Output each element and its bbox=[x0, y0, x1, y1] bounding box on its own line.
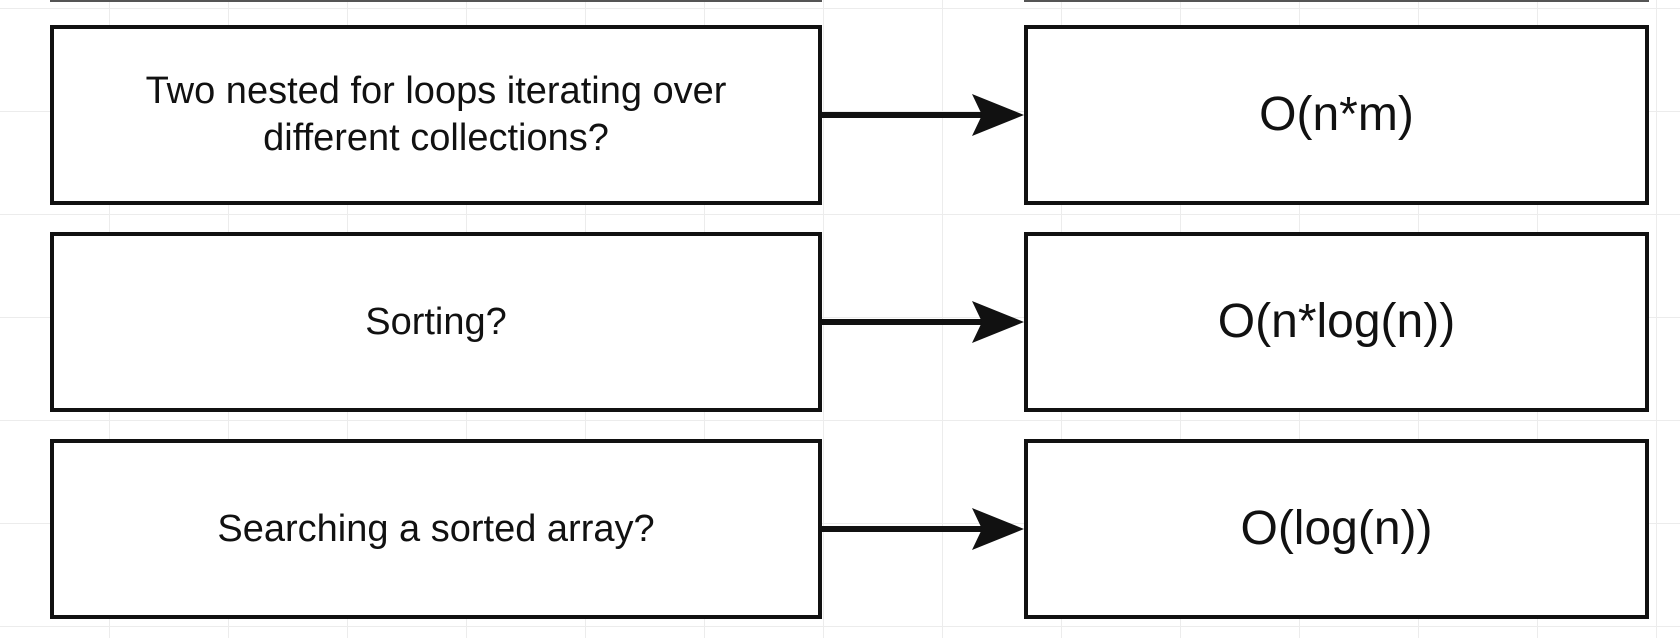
right-arrow-icon bbox=[822, 508, 1024, 550]
question-text: Sorting? bbox=[365, 300, 507, 343]
right-arrow-icon bbox=[822, 301, 1024, 343]
question-box-sorting: Sorting? bbox=[50, 232, 822, 412]
question-text: Two nested for loops iterating over diff… bbox=[145, 70, 727, 159]
answer-box-nested-loops: O(n*m) bbox=[1024, 25, 1649, 205]
question-box-searching: Searching a sorted array? bbox=[50, 439, 822, 619]
answer-box-sorting: O(n*log(n)) bbox=[1024, 232, 1649, 412]
question-text: Searching a sorted array? bbox=[217, 507, 655, 550]
answer-text: O(n*m) bbox=[1259, 88, 1414, 141]
answer-text: O(n*log(n)) bbox=[1217, 295, 1456, 348]
answer-box-searching: O(log(n)) bbox=[1024, 439, 1649, 619]
answer-text: O(log(n)) bbox=[1240, 502, 1433, 555]
top-divider-right bbox=[1024, 0, 1649, 2]
right-arrow-icon bbox=[822, 94, 1024, 136]
top-divider-left bbox=[50, 0, 822, 2]
question-box-nested-loops: Two nested for loops iterating over diff… bbox=[50, 25, 822, 205]
